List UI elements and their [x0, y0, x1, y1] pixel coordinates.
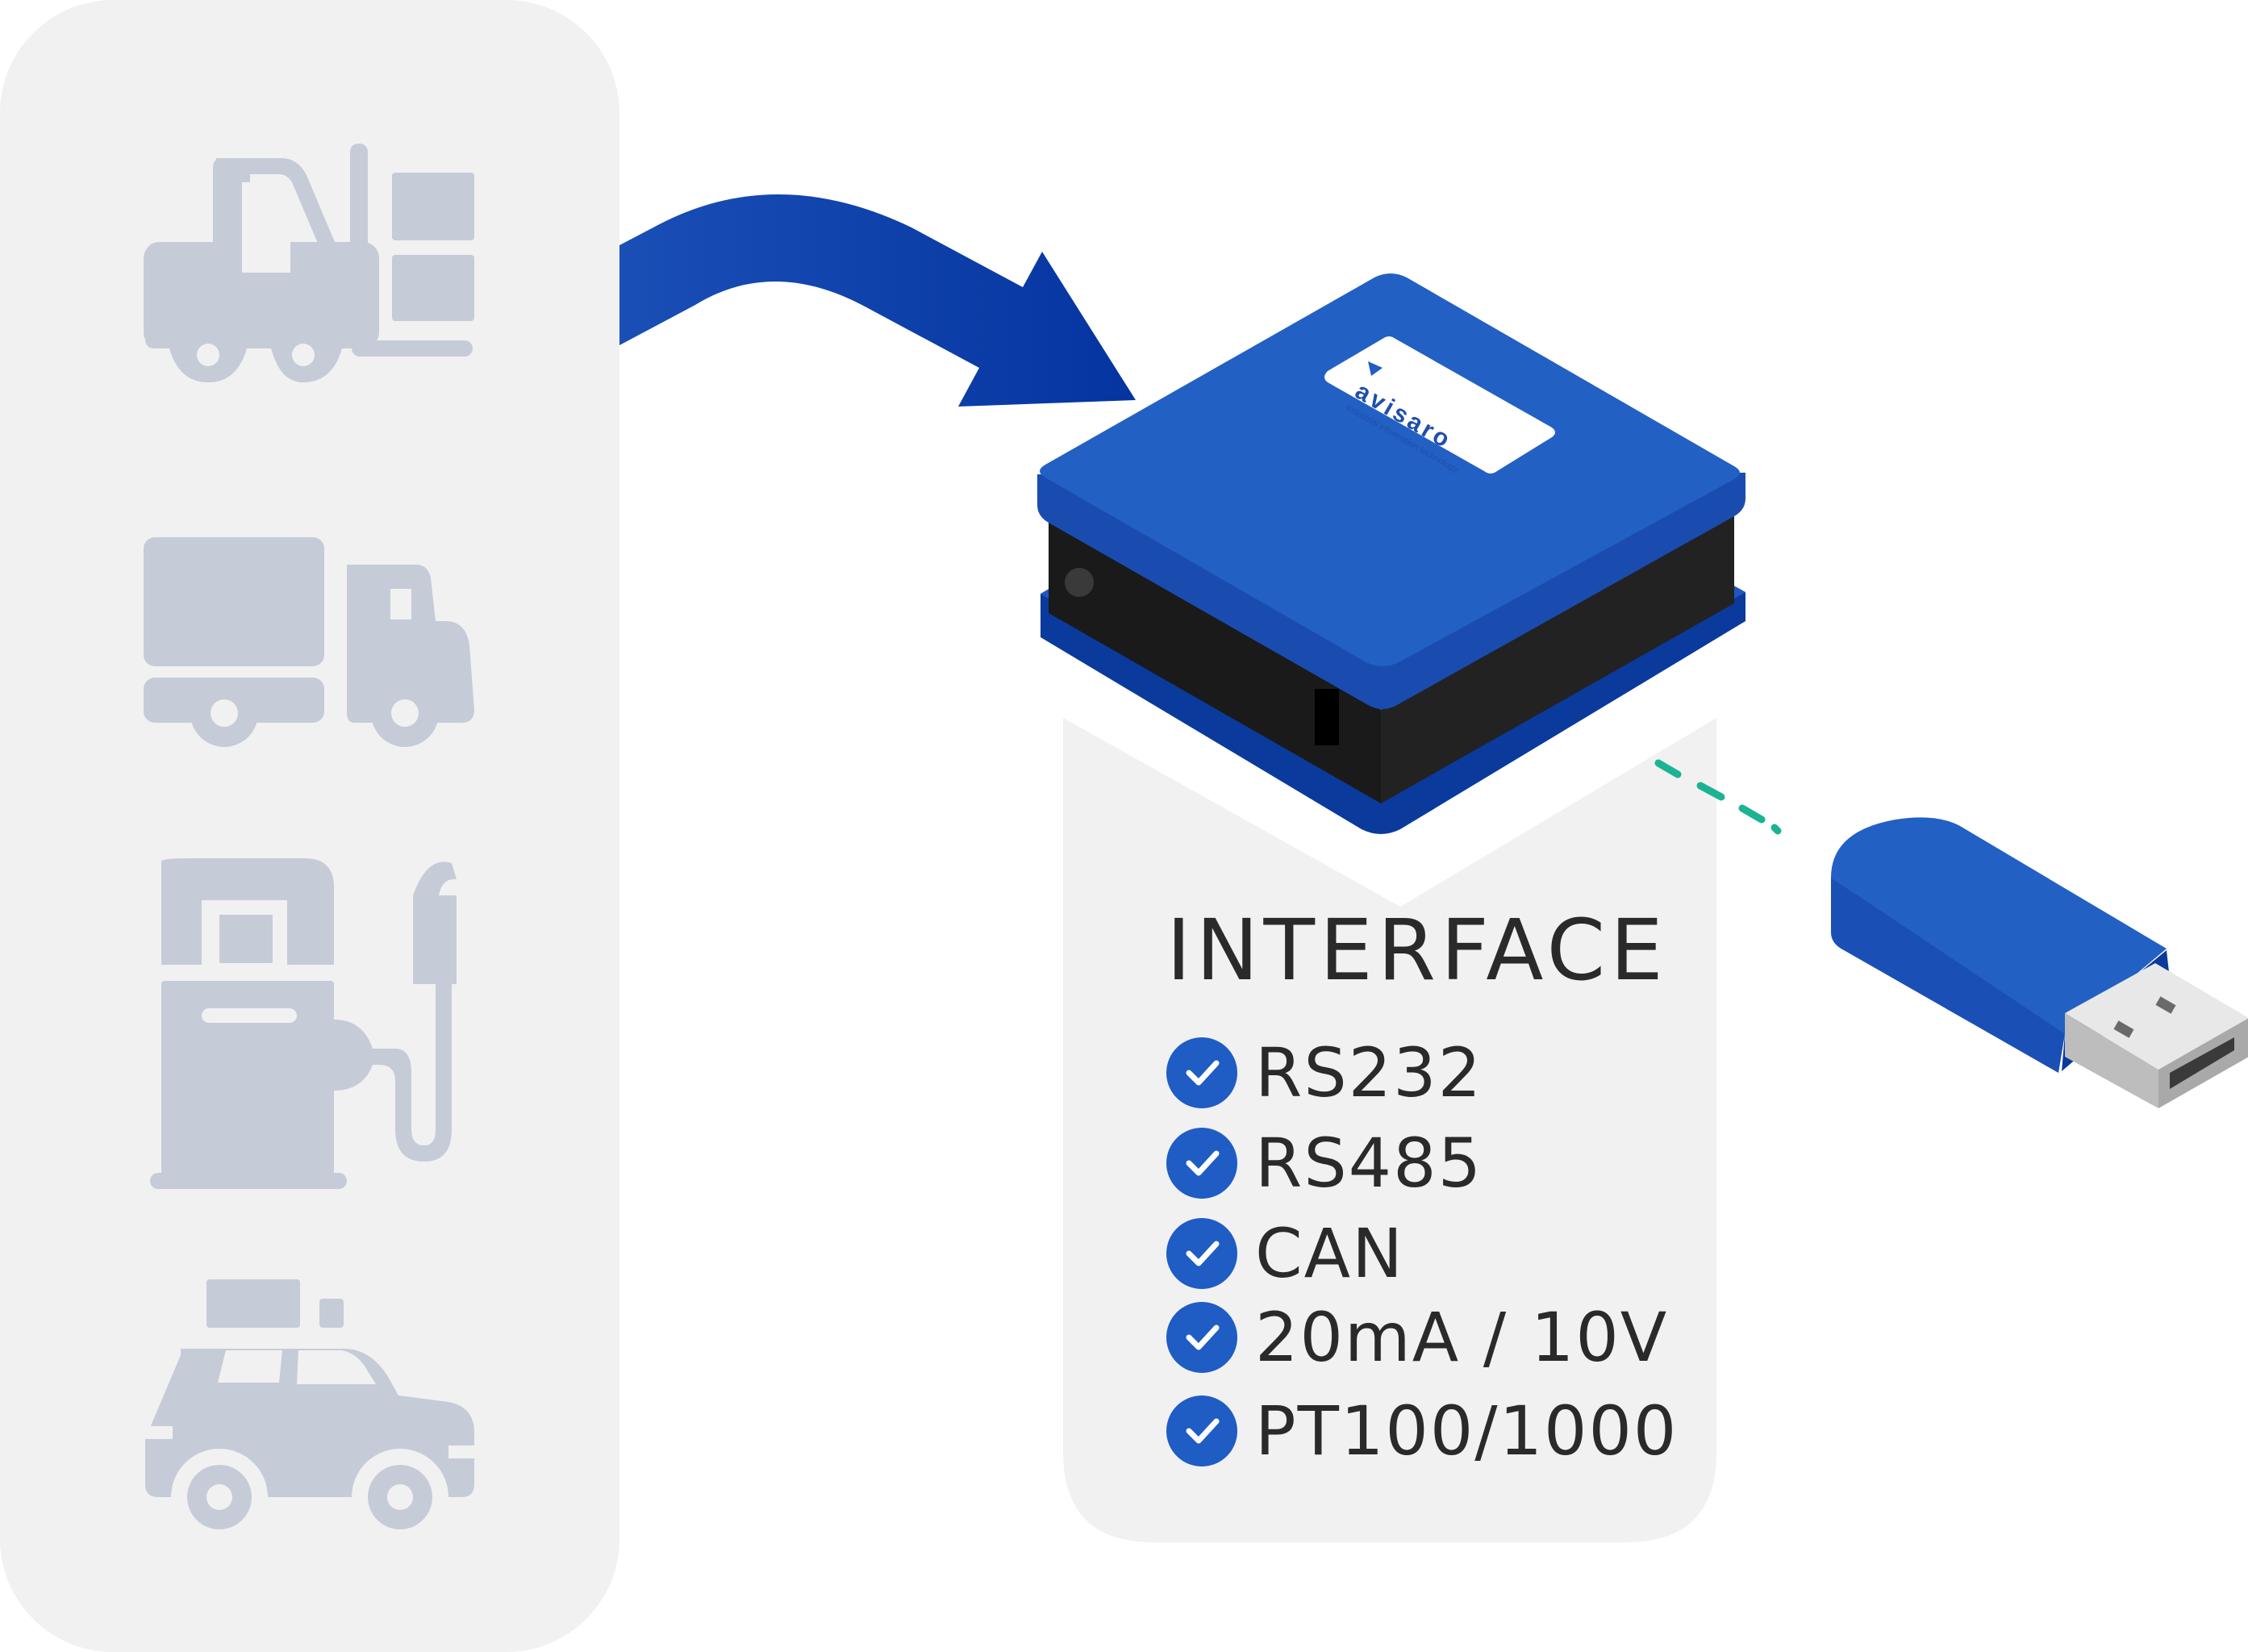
interface-item-can: CAN: [1166, 1215, 1404, 1292]
interface-item-analog: 20mA / 10V: [1166, 1299, 1668, 1376]
car-with-luggage-icon: [145, 1279, 474, 1546]
interface-item-label: PT100/1000: [1255, 1391, 1679, 1471]
interface-item-label: 20mA / 10V: [1255, 1298, 1669, 1377]
interface-item-label: RS485: [1255, 1124, 1483, 1203]
truck-icon: [144, 537, 474, 747]
check-icon: [1166, 1395, 1237, 1466]
check-icon: [1166, 1302, 1237, 1373]
interface-title: INTERFACE: [1166, 901, 1668, 999]
interface-item-rs232: RS232: [1166, 1034, 1483, 1112]
avisaro-device: [1037, 273, 1745, 834]
check-icon: [1166, 1218, 1237, 1289]
flow-arrow-icon: [619, 194, 1136, 407]
check-icon: [1166, 1128, 1237, 1199]
usb-stick-icon: [1831, 817, 2248, 1108]
interface-item-rs485: RS485: [1166, 1124, 1483, 1202]
interface-item-label: CAN: [1255, 1214, 1404, 1293]
interface-item-label: RS232: [1255, 1033, 1483, 1112]
check-icon: [1166, 1037, 1237, 1108]
connection-dashed-line: [1654, 759, 1782, 835]
fuel-pump-icon: [150, 858, 457, 1189]
forklift-icon: [144, 144, 474, 382]
interface-item-pt100: PT100/1000: [1166, 1392, 1678, 1470]
